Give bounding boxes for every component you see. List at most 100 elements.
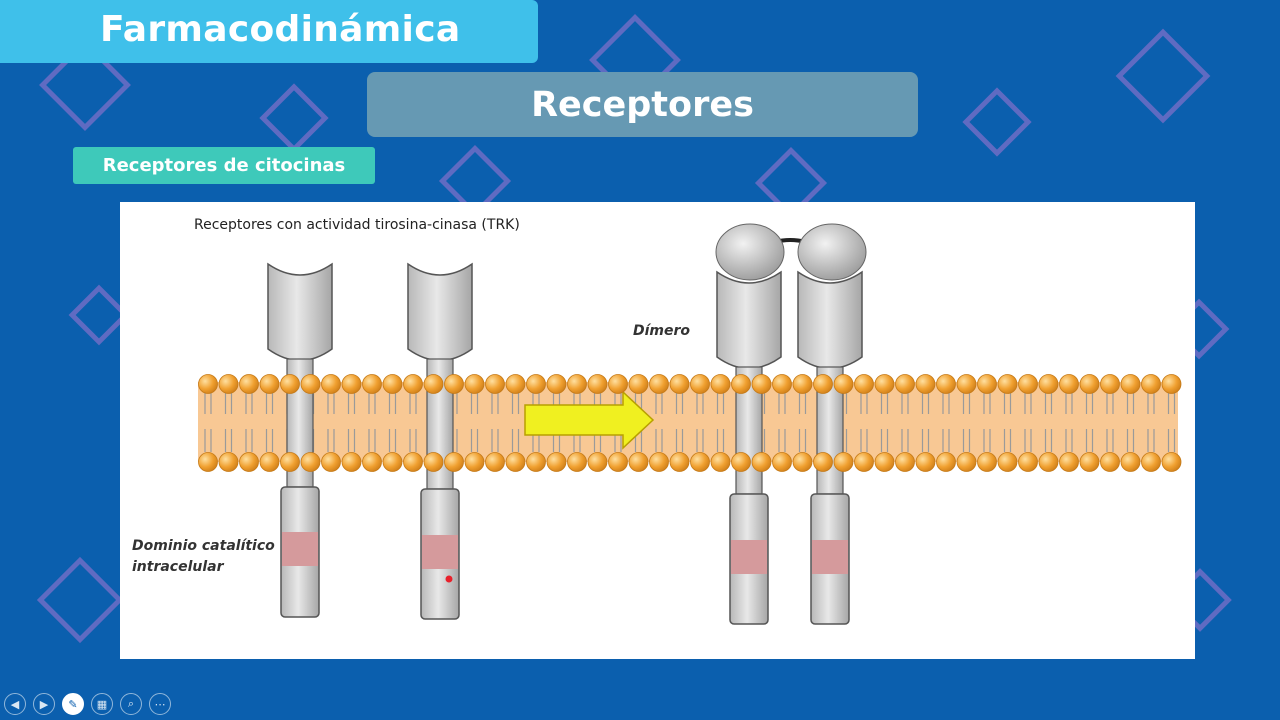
receptor-extracellular-domain — [716, 270, 782, 370]
lipid-heads — [198, 374, 1182, 472]
lipid-head — [710, 374, 731, 394]
lipid-head — [1059, 374, 1079, 394]
lipid-head — [813, 374, 833, 394]
lipid-head — [1079, 374, 1100, 394]
slide-subtitle: Receptores — [531, 84, 754, 125]
lipid-head — [895, 374, 915, 394]
previous-icon[interactable]: ◀ — [4, 693, 26, 715]
domain-label-line1: Dominio catalítico — [132, 538, 275, 554]
lipid-head — [669, 374, 690, 394]
lipid-head — [280, 452, 300, 472]
lipid-head — [382, 374, 403, 394]
lipid-head — [1038, 452, 1059, 472]
lipid-head — [485, 452, 505, 472]
lipid-head — [1141, 374, 1161, 394]
lipid-head — [526, 452, 546, 472]
lipid-head — [997, 452, 1018, 472]
lipid-head — [731, 452, 751, 472]
lipid-head — [1120, 374, 1141, 394]
lipid-head — [341, 374, 362, 394]
lipid-head — [218, 452, 239, 472]
lipid-head — [608, 374, 628, 394]
dimerization-arrow — [524, 390, 655, 450]
catalytic-band — [422, 535, 458, 569]
lipid-head — [628, 374, 649, 394]
lipid-head — [628, 452, 649, 472]
lipid-head — [423, 374, 444, 394]
lipid-head — [936, 374, 956, 394]
lipid-head — [403, 452, 423, 472]
title-bar: Farmacodinámica — [0, 0, 538, 63]
catalytic-band — [731, 540, 767, 574]
lipid-head — [1018, 452, 1038, 472]
lipid-head — [526, 374, 546, 394]
lipid-head — [239, 452, 259, 472]
membrane-band — [198, 382, 1178, 462]
lipid-head — [690, 374, 710, 394]
lipid-head — [1100, 452, 1120, 472]
zoom-icon[interactable]: ⌕ — [120, 693, 142, 715]
lipid-head — [956, 452, 977, 472]
lipid-head — [895, 452, 915, 472]
lipid-head — [956, 374, 977, 394]
lipid-head — [587, 452, 608, 472]
lipid-head — [792, 452, 813, 472]
lipid-head — [1161, 374, 1182, 394]
lipid-head — [587, 374, 608, 394]
subtitle-box: Receptores — [367, 72, 918, 137]
lipid-head — [1161, 452, 1182, 472]
lipid-head — [382, 452, 403, 472]
section-label: Receptores de citocinas — [73, 147, 375, 184]
catalytic-band — [812, 540, 848, 574]
ligand-right — [797, 223, 867, 281]
lipid-head — [833, 452, 854, 472]
receptor-extracellular-domain — [797, 270, 863, 370]
lipid-head — [259, 452, 280, 472]
lipid-head — [977, 374, 997, 394]
lipid-head — [567, 374, 587, 394]
lipid-head — [854, 374, 874, 394]
lipid-head — [464, 452, 485, 472]
lipid-head — [813, 452, 833, 472]
lipid-head — [464, 374, 485, 394]
receptor-diagram — [198, 223, 1182, 625]
lipid-head — [218, 374, 239, 394]
lipid-head — [874, 452, 895, 472]
pen-icon[interactable]: ✎ — [62, 693, 84, 715]
lipid-head — [505, 374, 526, 394]
more-icon[interactable]: ⋯ — [149, 693, 171, 715]
lipid-head — [690, 452, 710, 472]
lipid-head — [321, 452, 341, 472]
lipid-head — [505, 452, 526, 472]
receptor-extracellular-domain — [267, 262, 333, 362]
lipid-head — [341, 452, 362, 472]
lipid-head — [731, 374, 751, 394]
lipid-head — [444, 452, 464, 472]
lipid-head — [198, 374, 218, 394]
lipid-head — [300, 452, 321, 472]
presentation-controls: ◀ ▶ ✎ ▦ ⌕ ⋯ — [4, 693, 171, 715]
ligand-left — [715, 223, 785, 281]
next-icon[interactable]: ▶ — [33, 693, 55, 715]
lipid-head — [567, 452, 587, 472]
figure-heading: Receptores con actividad tirosina-cinasa… — [194, 217, 520, 233]
lipid-head — [1079, 452, 1100, 472]
trk-receptor-figure: Receptores con actividad tirosina-cinasa… — [120, 202, 1195, 659]
lipid-head — [649, 452, 669, 472]
slides-icon[interactable]: ▦ — [91, 693, 113, 715]
catalytic-band — [282, 532, 318, 566]
lipid-head — [710, 452, 731, 472]
lipid-head — [321, 374, 341, 394]
receptor-extracellular-domain — [407, 262, 473, 362]
lipid-head — [280, 374, 300, 394]
domain-label-line2: intracelular — [132, 559, 224, 575]
lipid-head — [792, 374, 813, 394]
lipid-head — [751, 374, 772, 394]
lipid-head — [915, 452, 936, 472]
lipid-head — [1100, 374, 1120, 394]
lipid-head — [833, 374, 854, 394]
lipid-head — [1141, 452, 1161, 472]
lipid-head — [751, 452, 772, 472]
dimer-label: Dímero — [633, 323, 691, 339]
receptors — [267, 223, 867, 625]
